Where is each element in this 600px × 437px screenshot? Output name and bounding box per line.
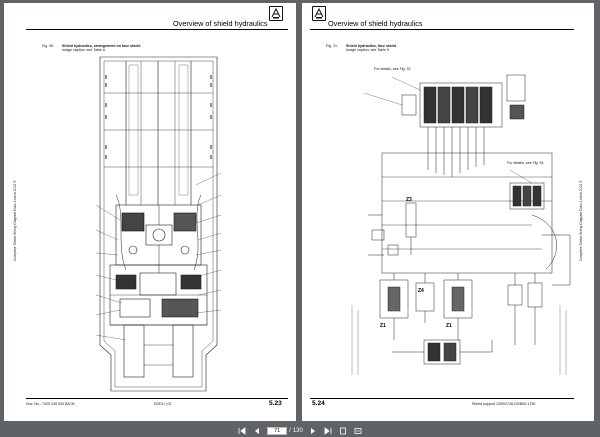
fit-page-button[interactable] (338, 427, 348, 436)
figure-caption-block: Fig. 30: Shield hydraulics, arrangement o… (42, 44, 141, 53)
side-copyright-text: Complete Shield Wiring Diagram Doku Link… (13, 180, 17, 261)
figure-number: Fig. 31: (326, 44, 338, 48)
footer-rule (26, 398, 288, 399)
hydraulic-schematic-drawing (332, 55, 576, 381)
doc-number: Doc. No.: 7420 249 000 BA 00 (26, 402, 75, 406)
next-page-button[interactable] (308, 427, 318, 436)
figure-title: Shield hydraulics, face shield (346, 44, 397, 48)
figure-number: Fig. 30: (42, 44, 54, 48)
company-logo-icon (269, 6, 283, 21)
zone-label-z3: Z3 (406, 197, 412, 203)
next-page-icon (310, 427, 315, 434)
page-number: 5.24 (312, 400, 325, 407)
page-number: 5.23 (269, 400, 282, 407)
figure-caption-block: Fig. 31: Shield hydraulics, face shield I… (326, 44, 396, 53)
figure-caption: Image caption: see Table 8 (62, 48, 105, 53)
header-rule (26, 29, 288, 30)
side-copyright-text: Complete Shield Wiring Diagram Doku Link… (579, 180, 583, 261)
footer-rule (310, 398, 574, 399)
last-page-icon (324, 426, 332, 435)
page-header-title: Overview of shield hydraulics (173, 19, 268, 28)
header-rule (310, 29, 574, 30)
total-pages: 130 (292, 428, 303, 434)
zone-label-z4: Z4 (418, 288, 424, 294)
pdf-viewer-toolbar: / 130 (0, 425, 600, 437)
callout-details-fig-34: For details, see Fig. 34 (507, 161, 544, 165)
pdf-page-right: Overview of shield hydraulics Fig. 31: Sh… (302, 3, 594, 421)
page-indicator: / 130 (267, 427, 303, 436)
last-page-button[interactable] (323, 426, 333, 436)
figure-caption: Image caption: see Table 9 (346, 48, 389, 53)
doc-reference: Shield support 1250/2740-D0/B00-1790 (472, 402, 536, 406)
prev-page-icon (255, 427, 260, 434)
figure-title: Shield hydraulics, arrangement on face s… (62, 44, 141, 48)
pdf-page-left: Overview of shield hydraulics Fig. 30: Sh… (4, 3, 296, 421)
fit-width-icon (354, 427, 362, 434)
prev-page-button[interactable] (252, 427, 262, 436)
doc-revision: E0/DU | 01 (154, 402, 172, 406)
callout-details-fig-33: For details, see Fig. 33 (374, 67, 411, 71)
face-shield-arrangement-drawing (96, 55, 221, 393)
zone-label-z1-left: Z1 (380, 323, 386, 329)
page-separator: / (289, 428, 291, 434)
page-header-title: Overview of shield hydraulics (328, 19, 423, 28)
fit-page-icon (339, 427, 346, 434)
first-page-button[interactable] (237, 426, 247, 436)
page-number-input[interactable] (267, 427, 288, 435)
first-page-icon (238, 426, 246, 435)
company-logo-icon (312, 6, 326, 21)
fit-width-button[interactable] (353, 427, 363, 436)
zone-label-z1-right: Z1 (446, 323, 452, 329)
